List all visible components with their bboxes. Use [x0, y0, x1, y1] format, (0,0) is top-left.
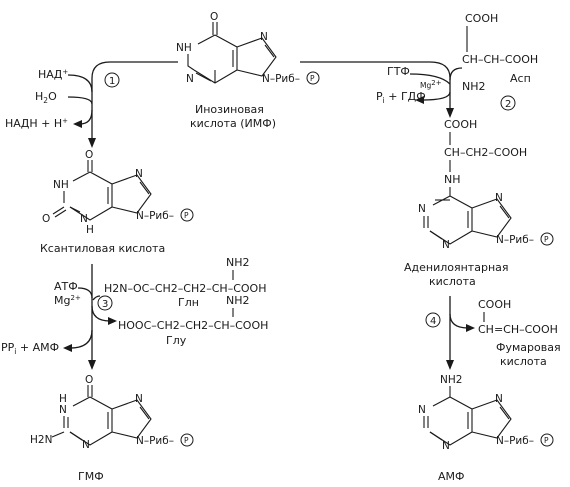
xmp-n9-ribose: N–Риб–: [136, 210, 174, 222]
adsucc-cooh: COOH: [444, 118, 477, 131]
adsucc-n7: N: [495, 192, 503, 204]
imp-label-line2: кислота (ИМФ): [190, 117, 276, 130]
gmp-n1: N: [59, 404, 67, 416]
amp-n3: N: [442, 440, 450, 452]
nad-label: НАД+: [38, 68, 68, 81]
atp-label: АТФ: [54, 280, 78, 293]
xmp-label: Ксантиловая кислота: [40, 242, 165, 255]
fumarate-label-line2: кислота: [500, 355, 547, 368]
step4-reaction: [446, 296, 475, 370]
glu-formula: HOOC–CH2–CH2–CH–COOH: [118, 319, 268, 332]
amp-nh2: NH2: [440, 374, 462, 386]
xmp-structure: O NH O N H N N–Риб– P: [42, 149, 194, 236]
xmp-h3: H: [86, 224, 94, 236]
imp-phosphate: P: [310, 74, 315, 83]
asp-chain: CH–CH–COOH: [462, 53, 538, 66]
mg-label-step2: Mg2+: [420, 79, 442, 90]
step1-circle: [104, 72, 120, 88]
fumarate-chain: CH=CH–COOH: [478, 323, 558, 336]
adsucc-n1: N: [418, 203, 426, 215]
step3-number: 3: [102, 299, 108, 310]
adsucc-phosphate: P: [544, 235, 549, 244]
step2-number: 2: [505, 99, 511, 110]
step4-circle: [425, 312, 441, 328]
xmp-n7: N: [135, 168, 143, 180]
imp-n7: N: [260, 31, 268, 43]
imp-label-line1: Инозиновая: [195, 103, 264, 116]
gmp-phosphate: P: [184, 436, 189, 445]
imp-n9-ribose: N–Риб–: [262, 73, 300, 85]
adsucc-n3: N: [442, 239, 450, 251]
gln-formula: H2N–OC–CH2–CH2–CH–COOH: [104, 282, 266, 295]
gmp-h1: H: [59, 393, 67, 405]
adsucc-label-line1: Аденилоянтарная: [404, 261, 509, 274]
imp-structure: O NH N N N–Риб– P: [176, 11, 320, 85]
gmp-n3: N: [82, 439, 90, 451]
fumarate-cooh: COOH: [478, 298, 511, 311]
water-label: H2O: [35, 90, 57, 105]
step3-reaction: [63, 264, 117, 370]
glu-nh2: NH2: [226, 294, 250, 307]
adsucc-label-line2: кислота: [429, 275, 476, 288]
gtp-label: ГТФ: [387, 65, 410, 78]
gln-nh2: NH2: [226, 256, 250, 269]
fumarate-label-line1: Фумаровая: [496, 341, 561, 354]
adenylosuccinate-structure: COOH CH–CH2–COOH NH N N N N–Риб– P: [418, 118, 554, 251]
amp-structure: NH2 N N N N–Риб– P: [418, 374, 554, 452]
step2-reaction: [300, 61, 463, 118]
gmp-n9-ribose: N–Риб–: [136, 435, 174, 447]
pi-gdp-label: Pi + ГДФ: [376, 90, 426, 105]
xmp-phosphate: P: [184, 211, 189, 220]
imp-oxygen: O: [210, 11, 218, 23]
xmp-oxygen: O: [85, 149, 93, 161]
amp-n7: N: [495, 393, 503, 405]
step1-reaction: [67, 61, 178, 148]
imp-n1: NH: [176, 42, 192, 54]
adsucc-nh: NH: [444, 173, 461, 186]
xmp-n1: NH: [53, 179, 69, 191]
gmp-structure: O N H H2N N N N–Риб– P: [30, 374, 194, 451]
asp-label: Асп: [510, 72, 531, 85]
imp-n3: N: [186, 73, 194, 85]
mg-label-step3: Mg2+: [54, 294, 81, 307]
amp-phosphate: P: [544, 436, 549, 445]
gmp-label: ГМФ: [78, 470, 104, 483]
asp-cooh1: COOH: [465, 12, 498, 25]
ppi-amp-label: PPi + АМФ: [1, 341, 59, 356]
step2-circle: [500, 95, 516, 111]
glu-label: Глу: [166, 334, 187, 347]
step3-circle: [97, 295, 113, 311]
amp-n1: N: [418, 404, 426, 416]
gmp-oxygen: O: [85, 374, 93, 386]
gln-label: Глн: [178, 296, 199, 309]
nadh-label: НАДН + Н+: [5, 117, 68, 130]
adsucc-n9-ribose: N–Риб–: [496, 234, 534, 246]
xmp-o2: O: [42, 213, 50, 225]
amp-label: АМФ: [438, 470, 465, 483]
gmp-amino: H2N: [30, 434, 52, 446]
step4-number: 4: [430, 316, 436, 327]
xmp-n3: N: [80, 213, 88, 225]
step1-number: 1: [109, 76, 115, 87]
amp-n9-ribose: N–Риб–: [496, 435, 534, 447]
gmp-n7: N: [135, 393, 143, 405]
adsucc-chain: CH–CH2–COOH: [444, 146, 527, 159]
asp-nh2: NH2: [462, 80, 486, 93]
